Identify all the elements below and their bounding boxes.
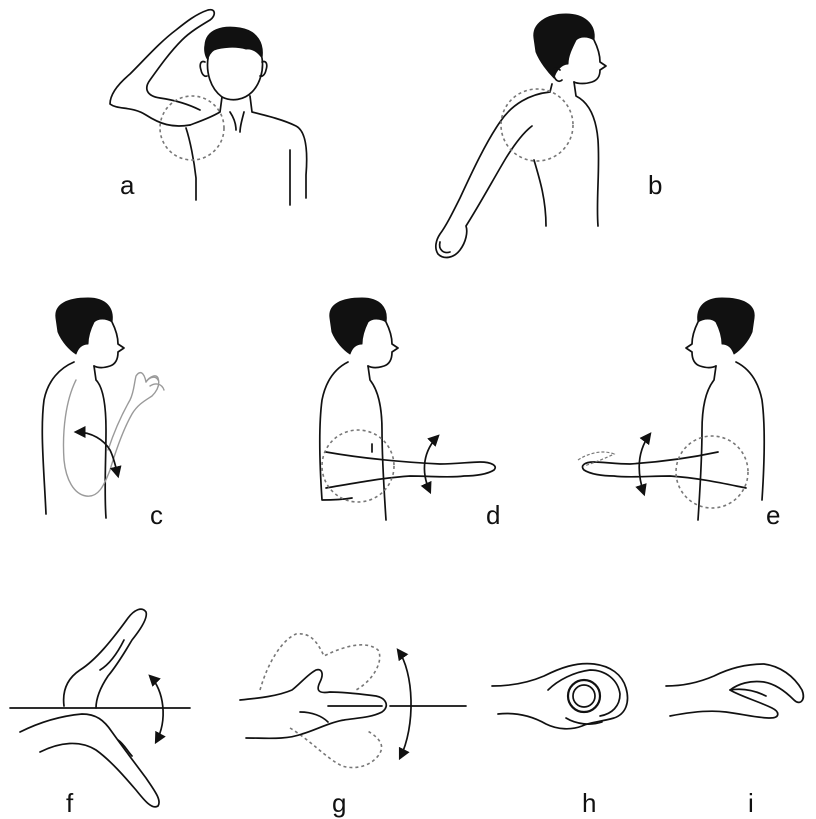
panel-label: i [748, 788, 754, 818]
panel-c-illustration [42, 298, 164, 518]
panel-f-illustration [10, 609, 190, 807]
panel-label: f [66, 788, 74, 818]
panel-b-illustration [436, 14, 606, 257]
panel-label: e [766, 500, 780, 530]
panel-label: h [582, 788, 596, 818]
panel-label: a [120, 170, 135, 200]
panel-label: c [150, 500, 163, 530]
panel-g-illustration [240, 634, 466, 768]
panel-label: b [648, 170, 662, 200]
panel-d-illustration [320, 298, 496, 520]
panel-label: d [486, 500, 500, 530]
panel-i-illustration [666, 664, 803, 718]
panel-e-illustration [578, 298, 764, 520]
panel-a-illustration [110, 10, 307, 205]
panel-h-illustration [492, 664, 628, 729]
panel-label: g [332, 788, 346, 818]
